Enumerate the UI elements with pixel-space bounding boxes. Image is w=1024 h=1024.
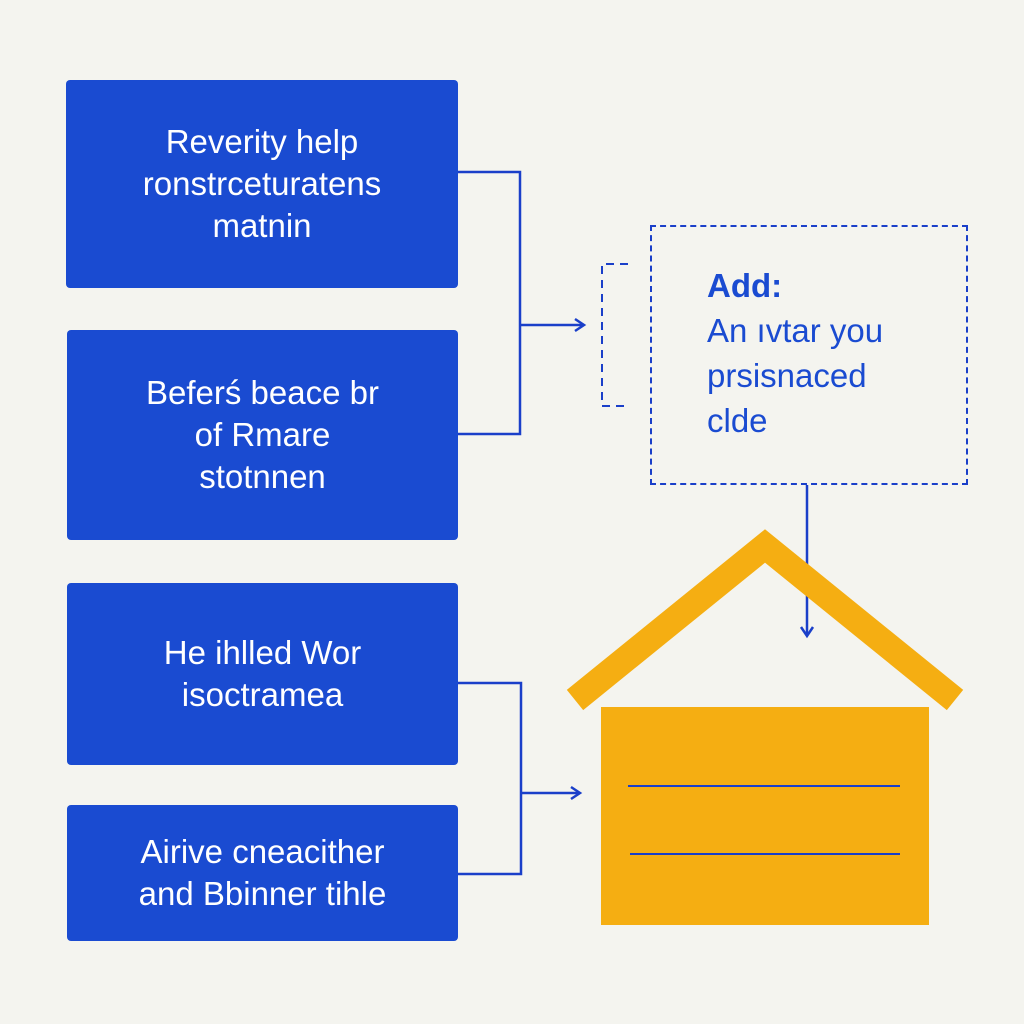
box-3-line-2: isoctramea [181,676,344,713]
box-1-line-3: matnin [212,207,312,245]
box-3-line-1: He ihlled Wor [163,633,362,671]
box-2-line-3: stotnnen [199,458,326,496]
arrow-to-house-head [570,785,583,801]
box-1-line-2: ronstrceturatens [142,164,382,202]
connector-bottom-group [458,681,583,876]
process-box-3: He ihlled Wor isoctramea [67,583,458,765]
connector-note-to-house [799,485,815,639]
process-box-1: Reverity help ronstrceturatens matnin [66,80,458,288]
process-box-2: Beferś beace br of Rmare stotnnen [67,330,458,540]
house-roof [566,529,964,711]
note-text: Add: An ıvtar you prsisnaced clde [707,264,957,444]
connector-top-group [458,170,587,436]
note-line-3: clde [707,401,768,439]
note-heading: Add: [707,267,783,304]
connector-box2 [458,325,522,436]
note-frame [650,225,968,485]
box-1-line-1: Reverity help [165,122,359,160]
note-line-1: An ıvtar you [707,311,884,349]
connector-box4 [458,793,523,876]
arrow-to-note-head [574,317,587,333]
note-bracket [601,263,628,407]
box-2-line-2: of Rmare [194,415,331,453]
house-body [601,707,929,925]
process-box-4: Airive cneacither and Bbinner tihle [67,805,458,941]
box-4-line-1: Airive cneacither [140,832,385,870]
house-icon [566,529,964,925]
box-4-line-2: and Bbinner tihle [138,875,387,912]
box-2-line-1: Beferś beace br [146,373,379,411]
connector-box1 [458,170,522,325]
note-line-2: prsisnaced [707,356,867,394]
connector-box3 [458,681,523,793]
